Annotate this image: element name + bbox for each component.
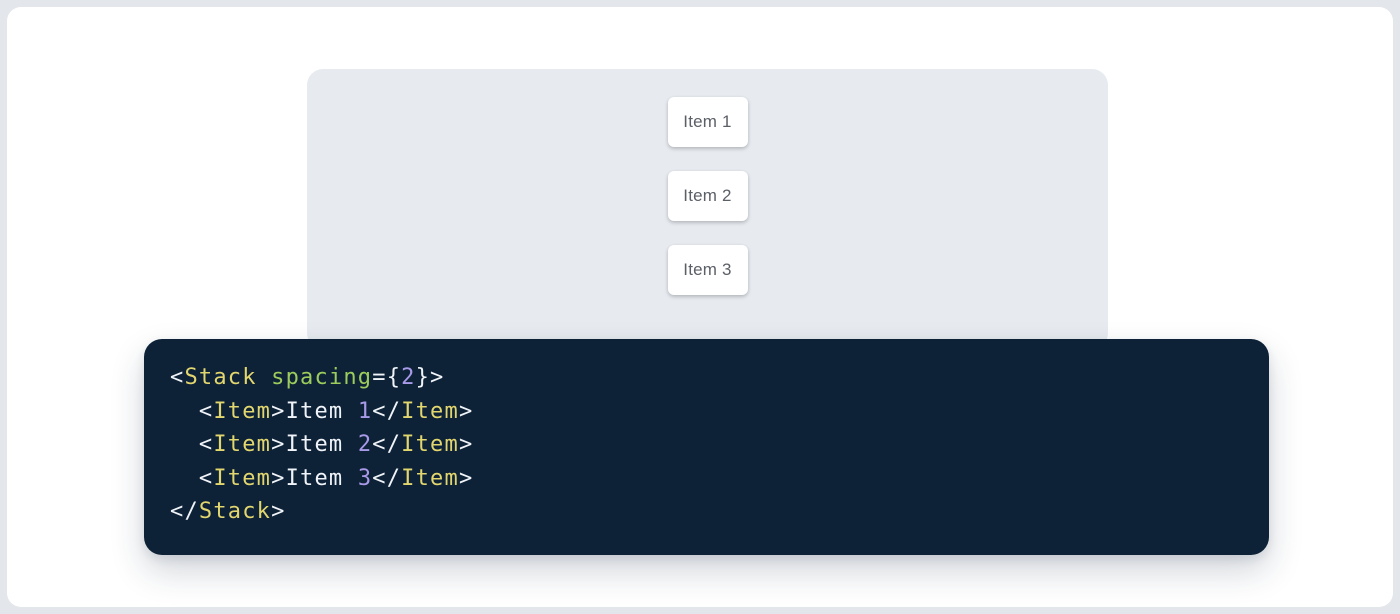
page-card: Item 1 Item 2 Item 3 <Stack spacing={2}>… <box>7 7 1393 607</box>
stack-item-label: Item 3 <box>683 260 732 279</box>
stack-item-label: Item 2 <box>683 186 732 205</box>
stack-item-card: Item 2 <box>667 171 748 221</box>
stack-item-card: Item 1 <box>667 97 748 147</box>
stack-item-card: Item 3 <box>667 245 748 295</box>
code-snippet-block: <Stack spacing={2}> <Item>Item 1</Item> … <box>144 339 1269 555</box>
stack-item-label: Item 1 <box>683 112 732 131</box>
code-snippet: <Stack spacing={2}> <Item>Item 1</Item> … <box>170 365 474 525</box>
stack-demo-panel: Item 1 Item 2 Item 3 <box>307 69 1108 349</box>
